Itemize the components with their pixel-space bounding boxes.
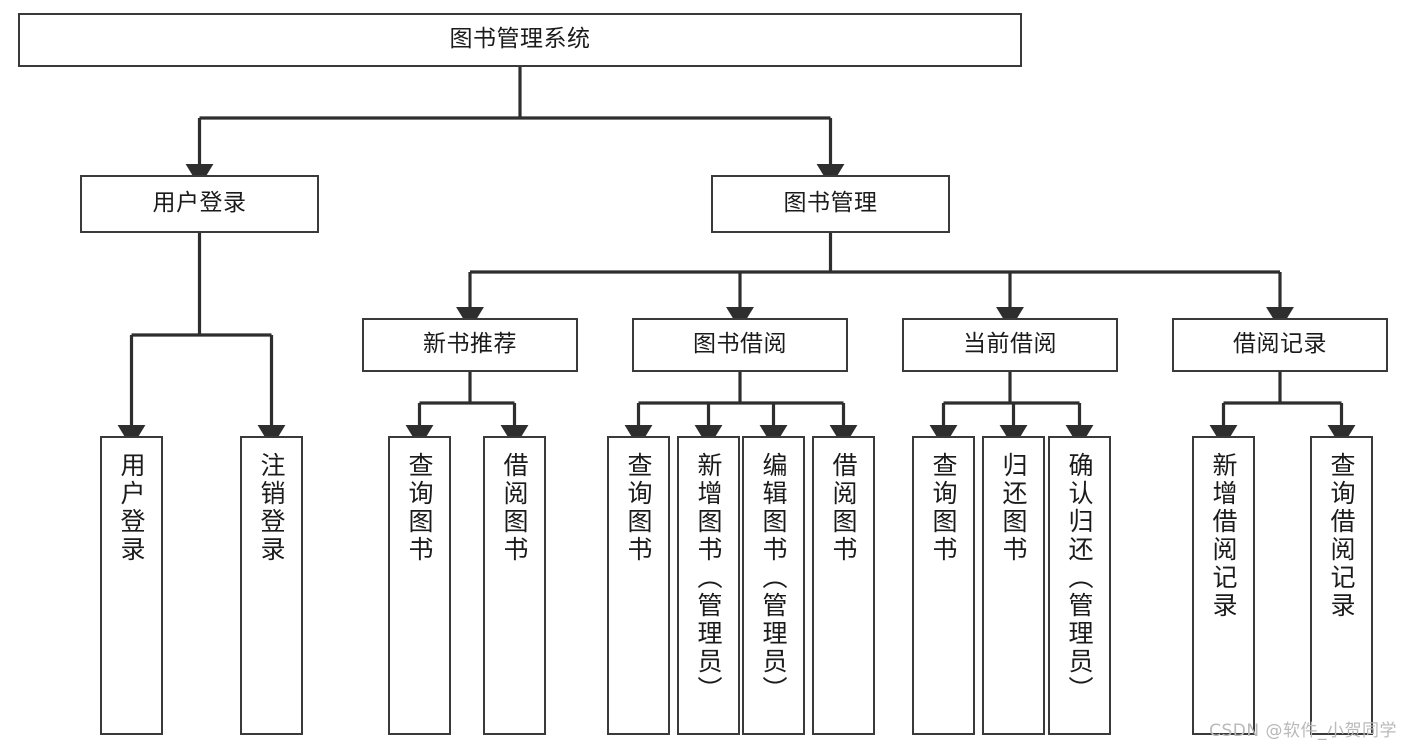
node-label: 确认归还（管理员）	[1065, 452, 1094, 704]
node-leaf-user-login[interactable]: 用户登录	[100, 436, 163, 735]
node-leaf-add-borrow-record[interactable]: 新增借阅记录	[1192, 436, 1255, 735]
node-label: 查询图书	[929, 452, 958, 564]
node-leaf-edit-book-admin[interactable]: 编辑图书（管理员）	[742, 436, 805, 735]
node-label: 用户登录	[152, 190, 247, 217]
node-label: 编辑图书（管理员）	[759, 452, 788, 704]
node-current-borrowing[interactable]: 当前借阅	[902, 318, 1118, 372]
node-label: 用户登录	[117, 452, 146, 564]
node-label: 查询借阅记录	[1327, 452, 1356, 620]
node-leaf-add-book-admin[interactable]: 新增图书（管理员）	[677, 436, 740, 735]
node-label: 图书借阅	[693, 331, 787, 358]
node-leaf-return-book[interactable]: 归还图书	[982, 436, 1045, 735]
csdn-watermark: CSDN @软件_小贺同学	[1209, 721, 1397, 741]
node-label: 查询图书	[624, 452, 653, 564]
node-leaf-borrow-book-1[interactable]: 借阅图书	[483, 436, 546, 735]
node-leaf-borrow-book-2[interactable]: 借阅图书	[812, 436, 875, 735]
node-borrowing-record[interactable]: 借阅记录	[1172, 318, 1388, 372]
node-book-management[interactable]: 图书管理	[711, 175, 950, 233]
node-label: 注销登录	[257, 452, 286, 564]
node-label: 借阅图书	[829, 452, 858, 564]
node-leaf-user-logout[interactable]: 注销登录	[240, 436, 303, 735]
node-leaf-confirm-return-admin[interactable]: 确认归还（管理员）	[1048, 436, 1111, 735]
node-leaf-query-book-2[interactable]: 查询图书	[607, 436, 670, 735]
node-new-book-recommendation[interactable]: 新书推荐	[362, 318, 578, 372]
node-root-book-management-system[interactable]: 图书管理系统	[18, 13, 1022, 67]
node-label: 查询图书	[405, 452, 434, 564]
node-label: 图书管理	[783, 190, 878, 217]
node-user-login[interactable]: 用户登录	[80, 175, 319, 233]
node-leaf-query-borrow-record[interactable]: 查询借阅记录	[1310, 436, 1373, 735]
node-label: 借阅记录	[1233, 331, 1327, 358]
node-leaf-query-book-3[interactable]: 查询图书	[912, 436, 975, 735]
node-label: 新增图书（管理员）	[694, 452, 723, 704]
node-label: 新书推荐	[423, 331, 517, 358]
node-label: 新增借阅记录	[1209, 452, 1238, 620]
node-label: 图书管理系统	[449, 26, 591, 53]
node-label: 借阅图书	[500, 452, 529, 564]
node-label: 归还图书	[999, 452, 1028, 564]
node-leaf-query-book-1[interactable]: 查询图书	[388, 436, 451, 735]
node-label: 当前借阅	[963, 331, 1057, 358]
node-book-borrowing[interactable]: 图书借阅	[632, 318, 848, 372]
